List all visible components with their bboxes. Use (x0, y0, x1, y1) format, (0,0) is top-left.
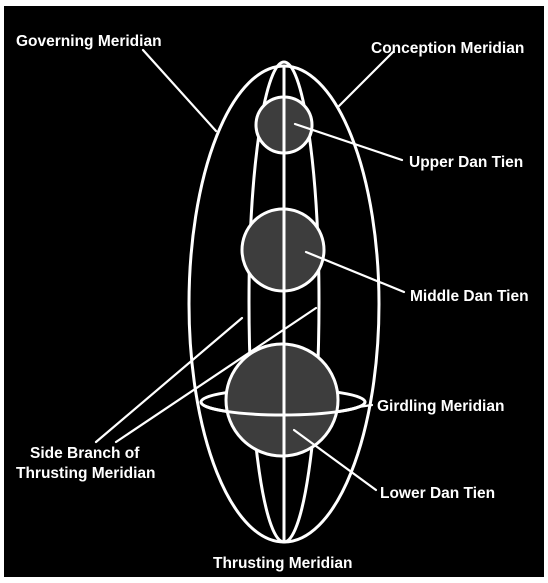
lower-dan-tien-sphere (226, 344, 338, 456)
label-lower-dan-tien: Lower Dan Tien (380, 485, 495, 502)
label-side-branch-line1: Side Branch of (30, 445, 140, 462)
label-upper-dan-tien: Upper Dan Tien (409, 154, 523, 171)
label-governing-meridian: Governing Meridian (16, 33, 162, 50)
label-side-branch-line2: Thrusting Meridian (16, 465, 156, 482)
label-middle-dan-tien: Middle Dan Tien (410, 288, 529, 305)
label-conception-meridian: Conception Meridian (371, 40, 524, 57)
label-thrusting-meridian: Thrusting Meridian (213, 555, 353, 572)
label-girdling-meridian: Girdling Meridian (377, 398, 504, 415)
